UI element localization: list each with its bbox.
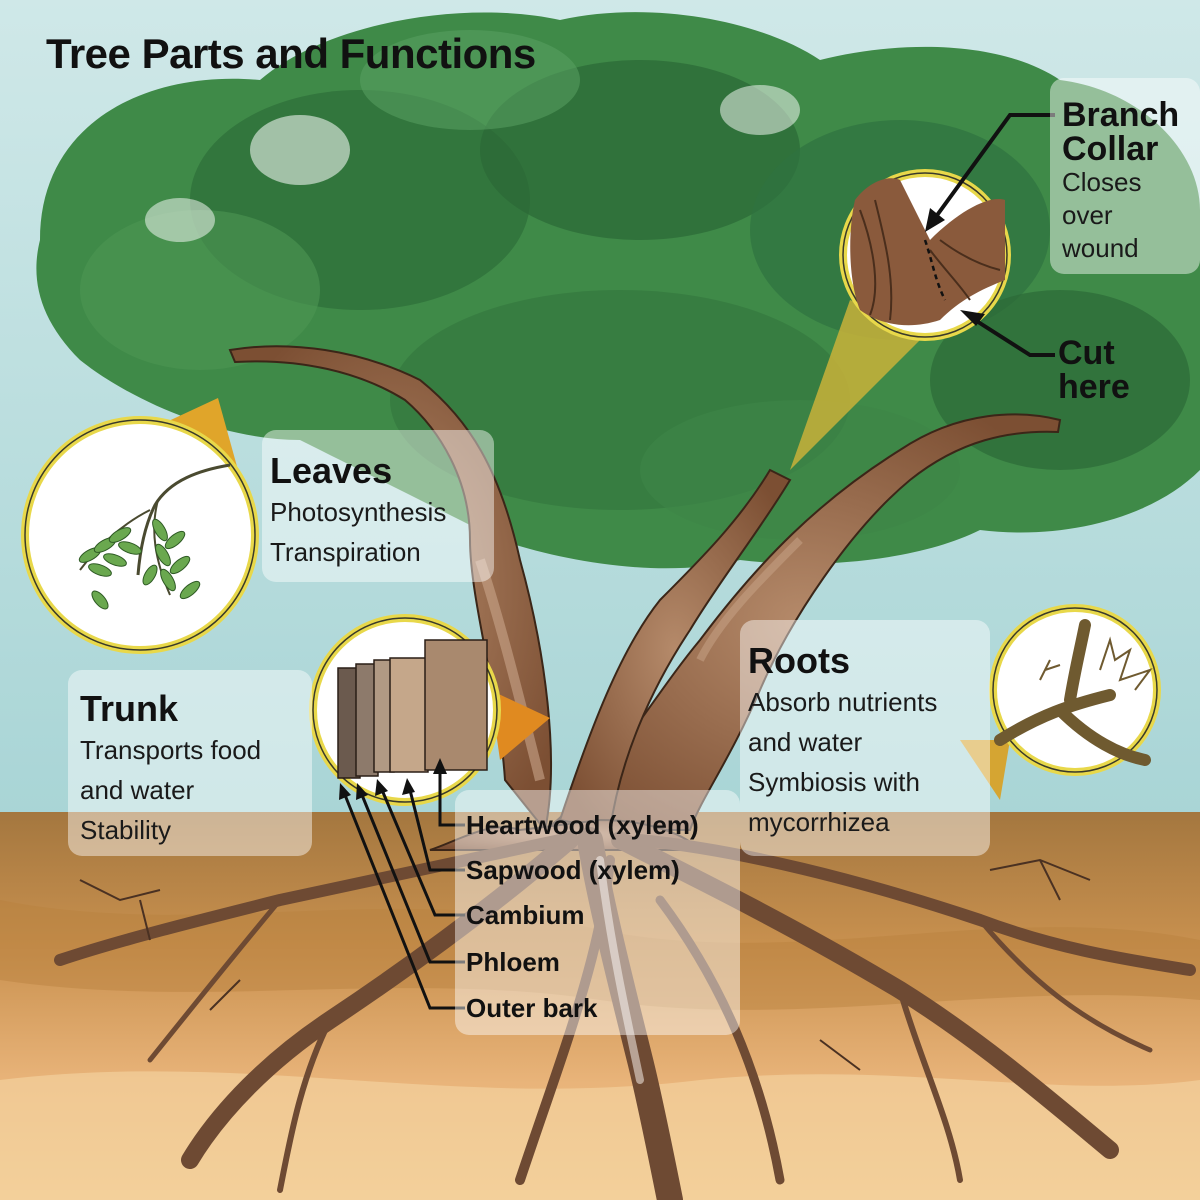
layer-label-outer-bark: Outer bark <box>466 993 598 1023</box>
trunk-text: Trunk Transports food and water Stabilit… <box>80 688 261 850</box>
leaves-text: Leaves Photosynthesis Transpiration <box>270 450 446 572</box>
branch-collar-text: Branch Collar Closes over wound <box>1062 98 1179 265</box>
branch-collar-pointer <box>933 113 1055 220</box>
trunk-heading: Trunk <box>80 688 179 729</box>
roots-callout <box>960 604 1161 800</box>
branch-collar-heading-2: Collar <box>1062 130 1159 168</box>
layer-pointers <box>343 770 465 1010</box>
trunk-function-3: Stability <box>80 815 172 845</box>
layers-panel <box>455 790 740 1035</box>
branch-collar-function-1: Closes <box>1062 167 1142 197</box>
soil-cracks <box>79 858 1091 1071</box>
trunk-function-2: and water <box>80 775 195 805</box>
tree-trunk <box>228 345 1062 851</box>
leaves-heading: Leaves <box>270 450 393 491</box>
layer-label-sapwood: Sapwood (xylem) <box>466 855 680 885</box>
leaves-function-1: Photosynthesis <box>270 497 447 527</box>
leaves-panel <box>262 430 494 582</box>
roots-text: Roots Absorb nutrients and water Symbios… <box>748 640 937 842</box>
cut-here-label: Cut here <box>1058 336 1130 404</box>
branch-collar-panel <box>1050 78 1200 274</box>
cut-here-arrowhead <box>960 310 985 326</box>
leaves-callout <box>21 398 259 654</box>
trunk-section-callout <box>309 614 550 806</box>
cut-here-line-2: here <box>1058 368 1130 406</box>
cut-here-pointer <box>973 318 1055 357</box>
trunk-panel <box>68 670 312 856</box>
branch-collar-arrowhead <box>925 208 945 232</box>
layer-label-heartwood: Heartwood (xylem) <box>466 810 699 840</box>
layer-label-phloem: Phloem <box>466 947 560 977</box>
branch-collar-heading-1: Branch <box>1062 96 1180 134</box>
roots-function-1: Absorb nutrients <box>748 687 938 717</box>
roots-function-3: Symbiosis with <box>748 767 920 797</box>
branch-collar-function-2: over <box>1062 200 1113 230</box>
trunk-function-1: Transports food <box>80 735 262 765</box>
leaves-function-2: Transpiration <box>270 537 421 567</box>
layer-label-cambium: Cambium <box>466 900 585 930</box>
branch-collar-function-3: wound <box>1062 233 1139 263</box>
layer-arrowheads <box>339 758 447 800</box>
branch-collar-callout <box>790 169 1011 470</box>
page-title: Tree Parts and Functions <box>46 30 536 77</box>
roots-panel <box>740 620 990 856</box>
cut-here-line-1: Cut <box>1058 334 1115 372</box>
roots-function-2: and water <box>748 727 863 757</box>
tree-canopy <box>36 12 1200 569</box>
roots-function-4: mycorrhizea <box>748 807 890 837</box>
roots-heading: Roots <box>748 640 850 681</box>
